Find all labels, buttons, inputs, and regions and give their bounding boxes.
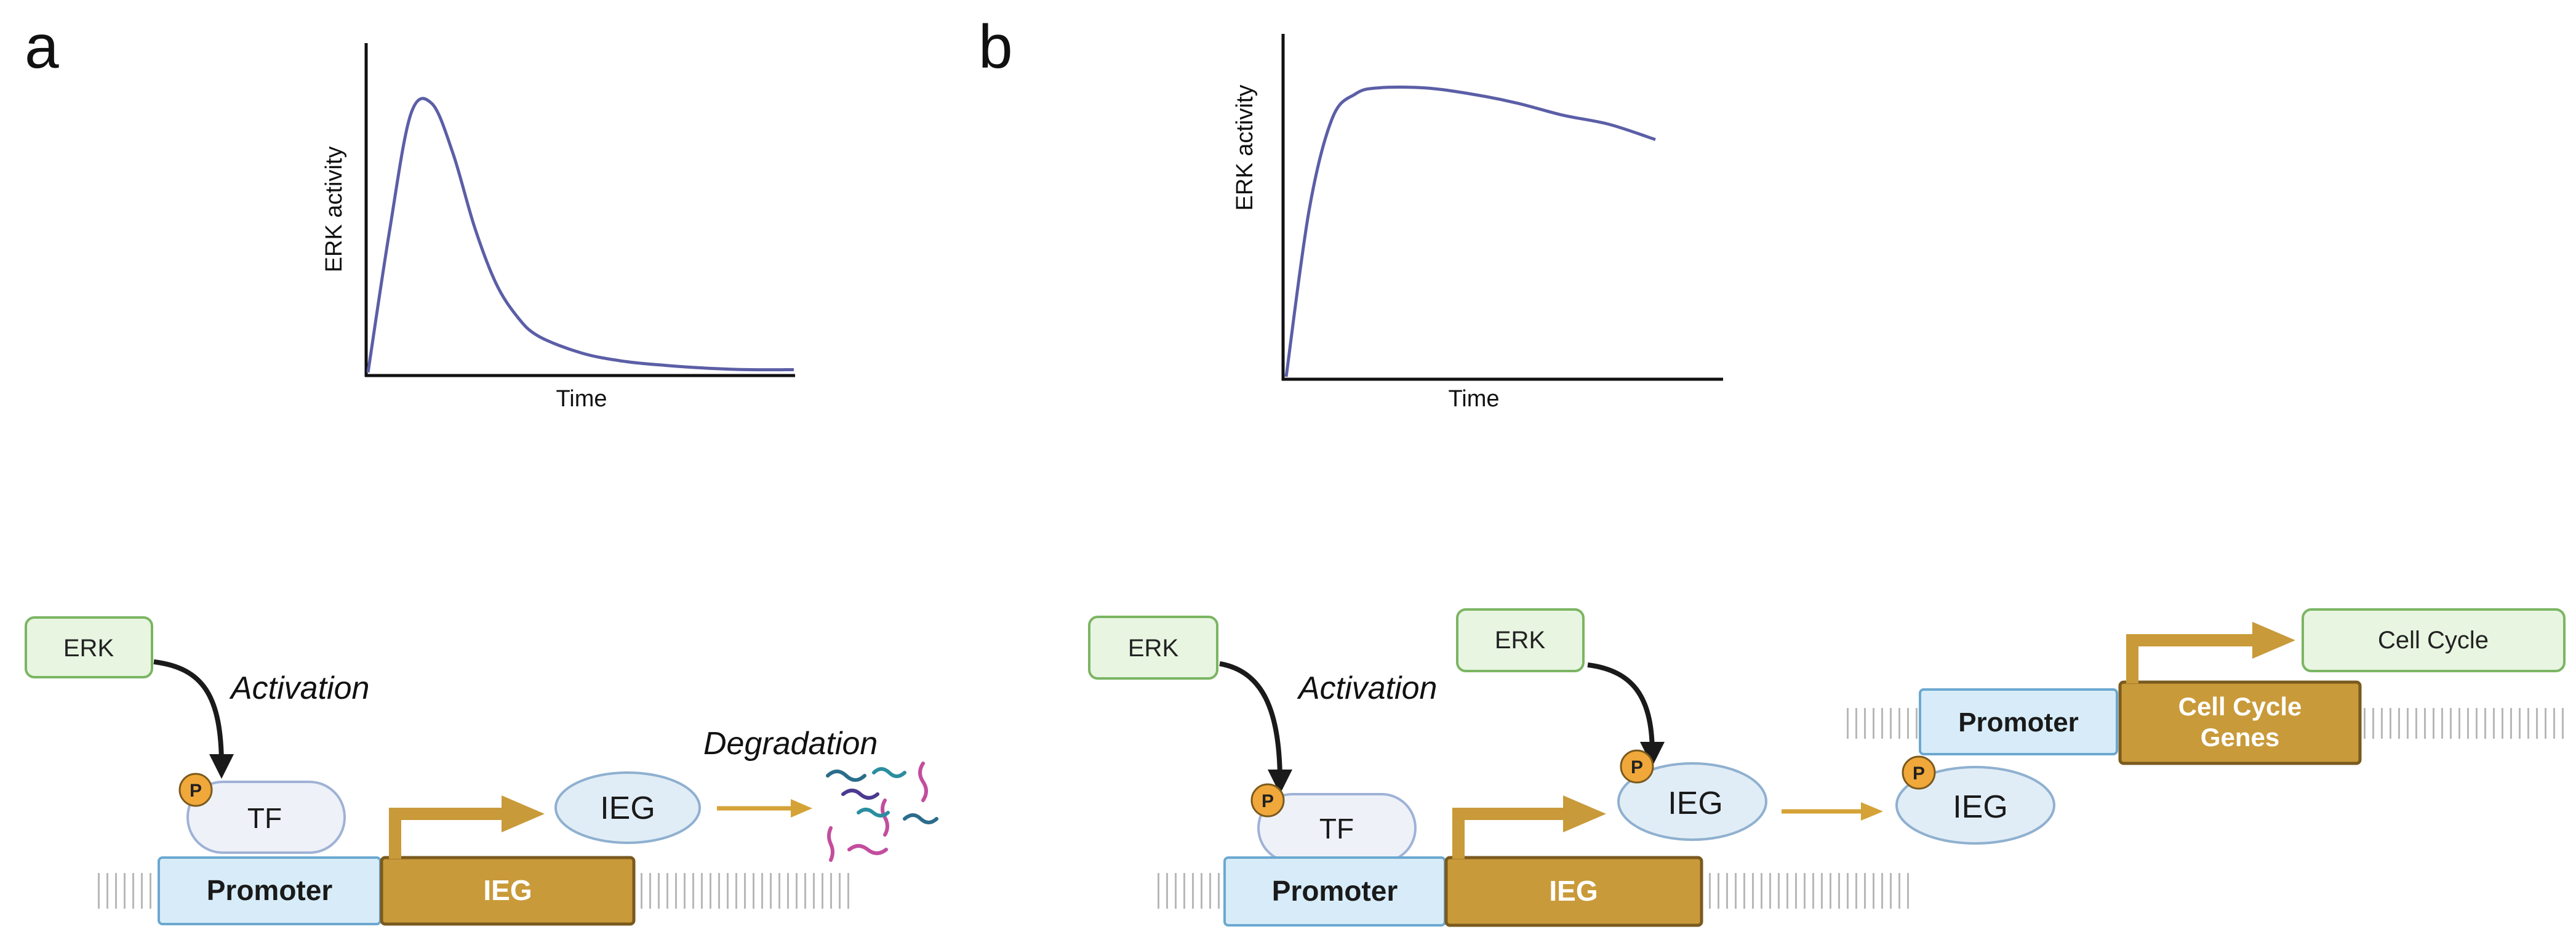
degradation-arrowhead-a [791,799,812,818]
chart-b: ERK activity Time [1232,34,1723,412]
chart-b-series-line [1284,86,1656,377]
rna-fragments-icon [826,762,938,862]
ieg-protein-label-b1: IEG [1668,786,1723,821]
cell-cycle-label: Cell Cycle [2378,627,2489,654]
promoter-label-b1: Promoter [1272,875,1398,907]
cell-cycle-box [2302,608,2566,672]
chart-a-xlabel: Time [556,386,607,412]
chart-a-ylabel: ERK activity [321,147,347,273]
erk-label-b1: ERK [1128,635,1179,662]
erk-label-b2: ERK [1495,627,1546,654]
tf-label-a: TF [247,802,282,834]
phospho-label-a: P [190,781,202,801]
diagram-a: ERK Activation TF P Promoter IEG IEG Deg… [25,616,938,926]
ieg-protein-label-a: IEG [600,790,655,826]
ieg-gene-label-a: IEG [483,874,532,906]
dna-strand-right-b [1702,873,1911,909]
ieg-gene-box-b [1444,856,1703,927]
promoter-label-b2: Promoter [1958,707,2079,738]
ieg-protein-a [554,771,701,844]
transcription-arrow-b1 [1452,808,1566,859]
chart-b-xlabel: Time [1448,386,1499,412]
dna-strand-upper-right-b [2360,708,2569,739]
tf-label-b: TF [1319,813,1354,845]
dna-strand-right-a [634,873,855,909]
phospho-label-b2: P [1631,757,1643,778]
dna-strand-upper-left-b [1843,708,1920,739]
activation-label-b: Activation [1297,670,1437,706]
phospho-circle-a [178,773,213,807]
erk-label-a: ERK [63,635,114,662]
activation-arrow-a [153,659,234,779]
ieg-protein-b2 [1895,766,2055,845]
transcription-arrowhead-b1 [1563,795,1606,832]
tf-protein-a [186,781,346,854]
phospho-circle-b1 [1250,783,1285,818]
dna-strand-left-a [92,873,160,909]
chart-a: ERK activity Time [321,43,795,412]
phospho-circle-b2 [1620,749,1654,784]
degradation-label-a: Degradation [703,726,878,762]
phospho-label-b1: P [1262,791,1274,811]
chart-a-series-line [366,97,794,373]
erk-box-b2 [1456,608,1585,672]
ieg-gene-label-b: IEG [1549,875,1598,907]
cell-cycle-genes-label-line1: Cell Cycle [2178,692,2302,721]
transcription-arrowhead-a [502,795,545,832]
chart-b-ylabel: ERK activity [1232,85,1258,211]
transcription-arrowhead-b2 [2252,622,2295,659]
dna-strand-left-b [1157,873,1225,909]
diagram-b: ERK Activation TF P Promoter IEG ERK IEG… [1088,608,2569,927]
panel-letter-a: a [25,12,59,81]
phosphorylation-arrow-b [1587,662,1665,766]
ieg-gene-box-a [380,856,636,926]
erk-box-a [25,616,153,678]
activation-label-a: Activation [229,670,369,706]
panel-letter-b: b [978,12,1013,81]
phospho-label-b3: P [1913,763,1925,784]
translocation-arrowhead-b [1861,802,1883,821]
phospho-circle-b3 [1902,755,1936,790]
activation-arrow-b [1219,661,1292,794]
cell-cycle-genes-label-line2: Genes [2201,723,2279,752]
ieg-protein-label-b2: IEG [1953,789,2008,825]
erk-box-b1 [1088,616,1218,680]
transcription-arrow-a [389,808,505,859]
ieg-protein-b1 [1617,762,1767,841]
promoter-box-b2 [1919,688,2118,755]
cell-cycle-genes-box [2118,680,2362,765]
transcription-arrow-b2 [2126,634,2255,683]
promoter-label-a: Promoter [207,874,333,906]
